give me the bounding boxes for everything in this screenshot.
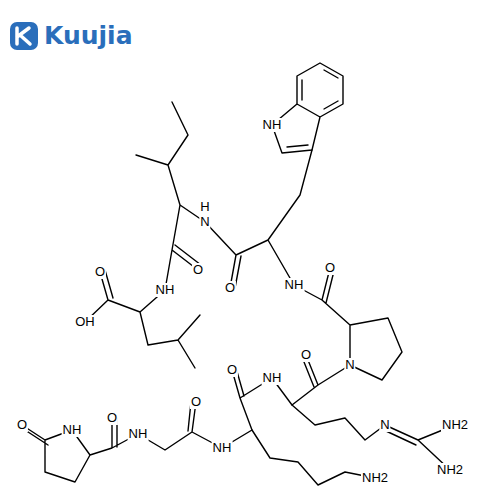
lys-side-chain — [252, 430, 375, 485]
atom-label: O — [106, 411, 118, 425]
arg-side-chain — [292, 405, 455, 470]
atom-label: O — [190, 395, 202, 409]
atom-label: N — [199, 215, 210, 229]
atom-label: O — [300, 348, 312, 362]
pro-ring — [294, 268, 402, 380]
logo-square — [10, 22, 38, 50]
ile-leu — [85, 102, 205, 368]
logo-mark — [17, 28, 30, 44]
atom-label: O — [94, 265, 106, 279]
atom-label: NH — [262, 371, 283, 385]
atom-label: H — [199, 200, 210, 214]
atom-label: NH2 — [436, 463, 464, 477]
arg-lys-backbone — [222, 355, 350, 448]
gly-pyroglu — [22, 402, 222, 482]
atom-label: O — [16, 418, 28, 432]
atom-label: OH — [74, 315, 96, 329]
atom-label: NH — [262, 118, 283, 132]
atom-label: N — [344, 358, 355, 372]
atom-label: NH — [128, 427, 149, 441]
trp-backbone — [205, 150, 312, 288]
atom-label: N — [379, 418, 390, 432]
atom-label: O — [224, 281, 236, 295]
atom-label: NH — [155, 283, 176, 297]
atom-label: NH — [62, 423, 83, 437]
atom-label: O — [324, 261, 336, 275]
atom-label: O — [192, 263, 204, 277]
atom-label: NH2 — [361, 471, 389, 485]
atom-label: NH — [212, 441, 233, 455]
brand-name: Kuujia — [44, 21, 133, 51]
atom-label: NH — [284, 278, 305, 292]
atom-label: O — [226, 363, 238, 377]
atom-label: NH2 — [441, 418, 469, 432]
indole-ring — [272, 63, 343, 153]
